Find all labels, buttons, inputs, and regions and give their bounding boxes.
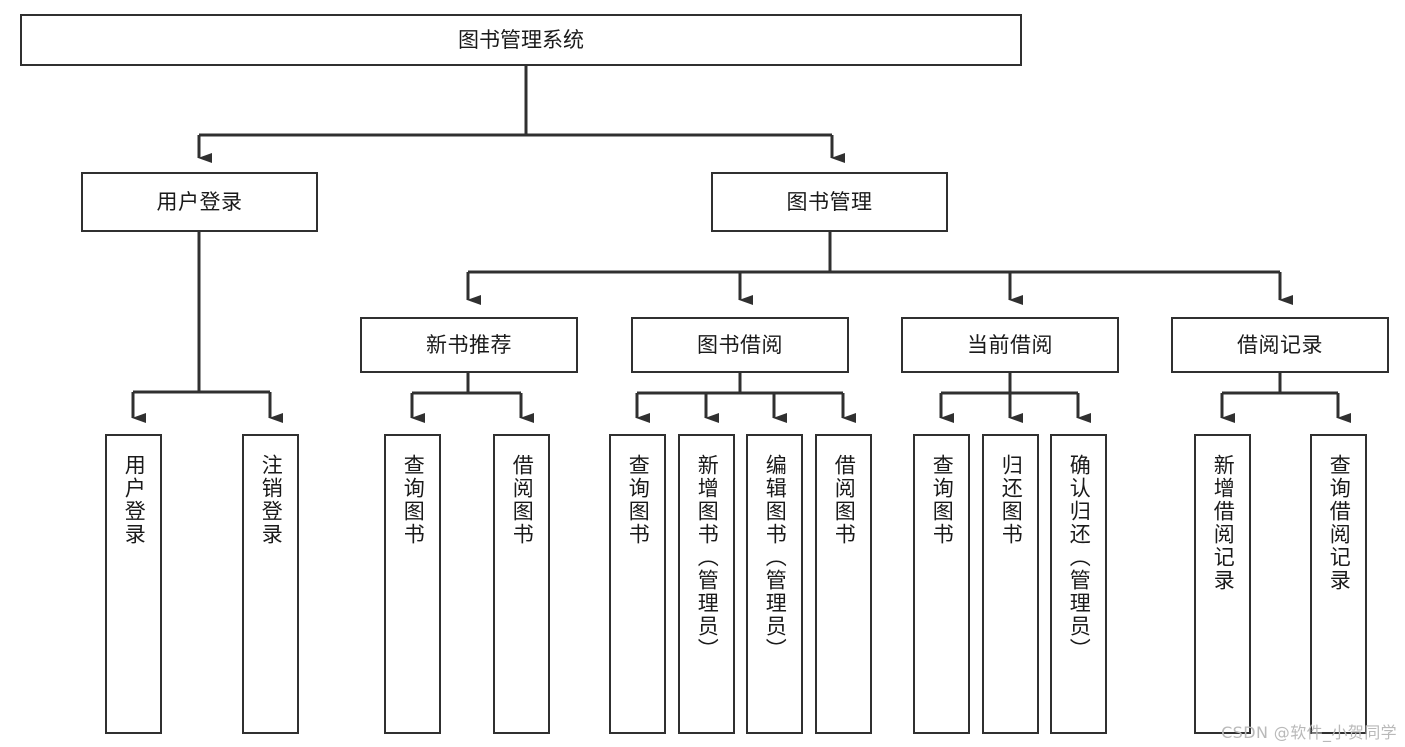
leaf-query-borrow-record[interactable]: 查询借阅记录 [1310, 434, 1367, 734]
node-label: 当前借阅 [967, 332, 1053, 357]
node-user-login[interactable]: 用户登录 [81, 172, 318, 232]
node-label: 图书管理系统 [458, 27, 584, 52]
node-label: 编辑图书（管理员） [763, 454, 788, 661]
node-label: 图书管理 [786, 189, 873, 214]
node-label: 注销登录 [259, 454, 284, 546]
node-label: 归还图书 [999, 454, 1024, 546]
node-label: 借阅图书 [510, 454, 535, 546]
node-label: 用户登录 [122, 454, 147, 546]
node-label: 查询图书 [626, 454, 651, 546]
node-label: 图书借阅 [697, 332, 783, 357]
node-label: 用户登录 [156, 189, 243, 214]
node-label: 新增借阅记录 [1211, 454, 1236, 592]
node-label: 借阅图书 [832, 454, 857, 546]
leaf-query-book-current[interactable]: 查询图书 [913, 434, 970, 734]
node-label: 查询图书 [930, 454, 955, 546]
leaf-logout-login[interactable]: 注销登录 [242, 434, 299, 734]
node-label: 新增图书（管理员） [695, 454, 720, 661]
leaf-return-book[interactable]: 归还图书 [982, 434, 1039, 734]
leaf-add-book-admin[interactable]: 新增图书（管理员） [678, 434, 735, 734]
node-borrow-record[interactable]: 借阅记录 [1171, 317, 1389, 373]
node-label: 借阅记录 [1237, 332, 1323, 357]
leaf-query-book-recommend[interactable]: 查询图书 [384, 434, 441, 734]
node-label: 查询图书 [401, 454, 426, 546]
node-current-borrow[interactable]: 当前借阅 [901, 317, 1119, 373]
leaf-user-login[interactable]: 用户登录 [105, 434, 162, 734]
leaf-borrow-book-borrow[interactable]: 借阅图书 [815, 434, 872, 734]
leaf-confirm-return-admin[interactable]: 确认归还（管理员） [1050, 434, 1107, 734]
leaf-add-borrow-record[interactable]: 新增借阅记录 [1194, 434, 1251, 734]
leaf-edit-book-admin[interactable]: 编辑图书（管理员） [746, 434, 803, 734]
node-book-borrow[interactable]: 图书借阅 [631, 317, 849, 373]
leaf-query-book-borrow[interactable]: 查询图书 [609, 434, 666, 734]
node-root-book-management-system[interactable]: 图书管理系统 [20, 14, 1022, 66]
node-label: 查询借阅记录 [1327, 454, 1352, 592]
node-book-management[interactable]: 图书管理 [711, 172, 948, 232]
node-label: 新书推荐 [426, 332, 512, 357]
node-label: 确认归还（管理员） [1067, 454, 1092, 661]
leaf-borrow-book-recommend[interactable]: 借阅图书 [493, 434, 550, 734]
node-new-book-recommend[interactable]: 新书推荐 [360, 317, 578, 373]
watermark-text: CSDN @软件_小贺同学 [1221, 723, 1397, 742]
